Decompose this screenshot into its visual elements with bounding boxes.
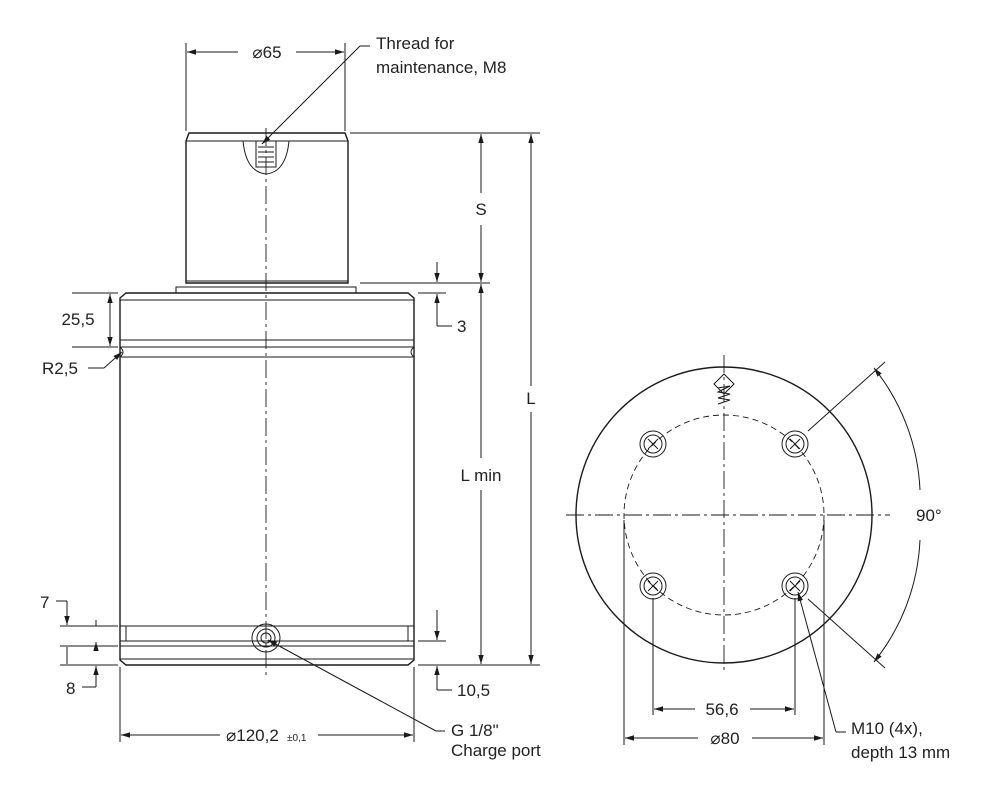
dim-8-text: 8 — [66, 679, 75, 698]
side-view: ⌀65 Thread for maintenance, M8 S L min L — [40, 34, 541, 760]
dim-7-text: 7 — [40, 593, 49, 612]
thread-callout: Thread for maintenance, M8 — [261, 34, 506, 145]
dim-7: 7 — [40, 593, 118, 651]
dia-120-tolerance: ±0,1 — [287, 733, 307, 744]
pcd-text: ⌀80 — [710, 729, 739, 748]
bottom-view: 90° 56,6 ⌀80 M10 (4x), depth 13 mm — [566, 355, 950, 762]
dia-120-text: ⌀120,2 — [226, 726, 279, 745]
dim-3-text: 3 — [457, 317, 466, 336]
dim-10-5-text: 10,5 — [457, 681, 490, 700]
dim-3: 3 — [418, 262, 466, 336]
hole-callout: M10 (4x), depth 13 mm — [797, 591, 950, 762]
stroke-text: S — [475, 200, 486, 219]
thread-label-2: maintenance, M8 — [376, 58, 506, 77]
hole-top-right — [781, 430, 809, 458]
dim-25-5: 25,5 — [61, 292, 118, 348]
charge-port-callout: G 1/8" Charge port — [267, 639, 541, 760]
dim-diameter-80: ⌀80 — [623, 520, 825, 748]
dim-diameter-120: ⌀120,2 ±0,1 — [119, 667, 415, 745]
dia-65-text: ⌀65 — [252, 43, 281, 62]
thread-label-1: Thread for — [376, 34, 455, 53]
hole-bottom-left — [639, 572, 667, 600]
port-label-1: G 1/8" — [451, 721, 499, 740]
hole-top-left — [639, 430, 667, 458]
dim-diameter-65: ⌀65 — [185, 43, 346, 131]
hole-label-1: M10 (4x), — [851, 719, 923, 738]
dim-10-5: 10,5 — [418, 610, 490, 700]
dim-56-6: 56,6 — [652, 598, 796, 719]
dim-lengths: S L min L — [350, 132, 540, 666]
hole-label-2: depth 13 mm — [851, 743, 950, 762]
cylinder-body — [119, 292, 415, 666]
dim-25-5-text: 25,5 — [61, 310, 94, 329]
piston-rod — [185, 132, 349, 284]
dim-8: 8 — [60, 645, 118, 698]
lmin-text: L min — [461, 466, 502, 485]
valve-symbol — [713, 373, 735, 405]
dim-angle-90: 90° — [807, 361, 942, 669]
radius-text: R2,5 — [42, 359, 78, 378]
hole-spacing-text: 56,6 — [705, 700, 738, 719]
radius-callout: R2,5 — [42, 351, 123, 378]
hole-bottom-right — [781, 572, 809, 600]
length-text: L — [526, 389, 535, 408]
port-label-2: Charge port — [451, 741, 541, 760]
angle-text: 90° — [916, 506, 942, 525]
